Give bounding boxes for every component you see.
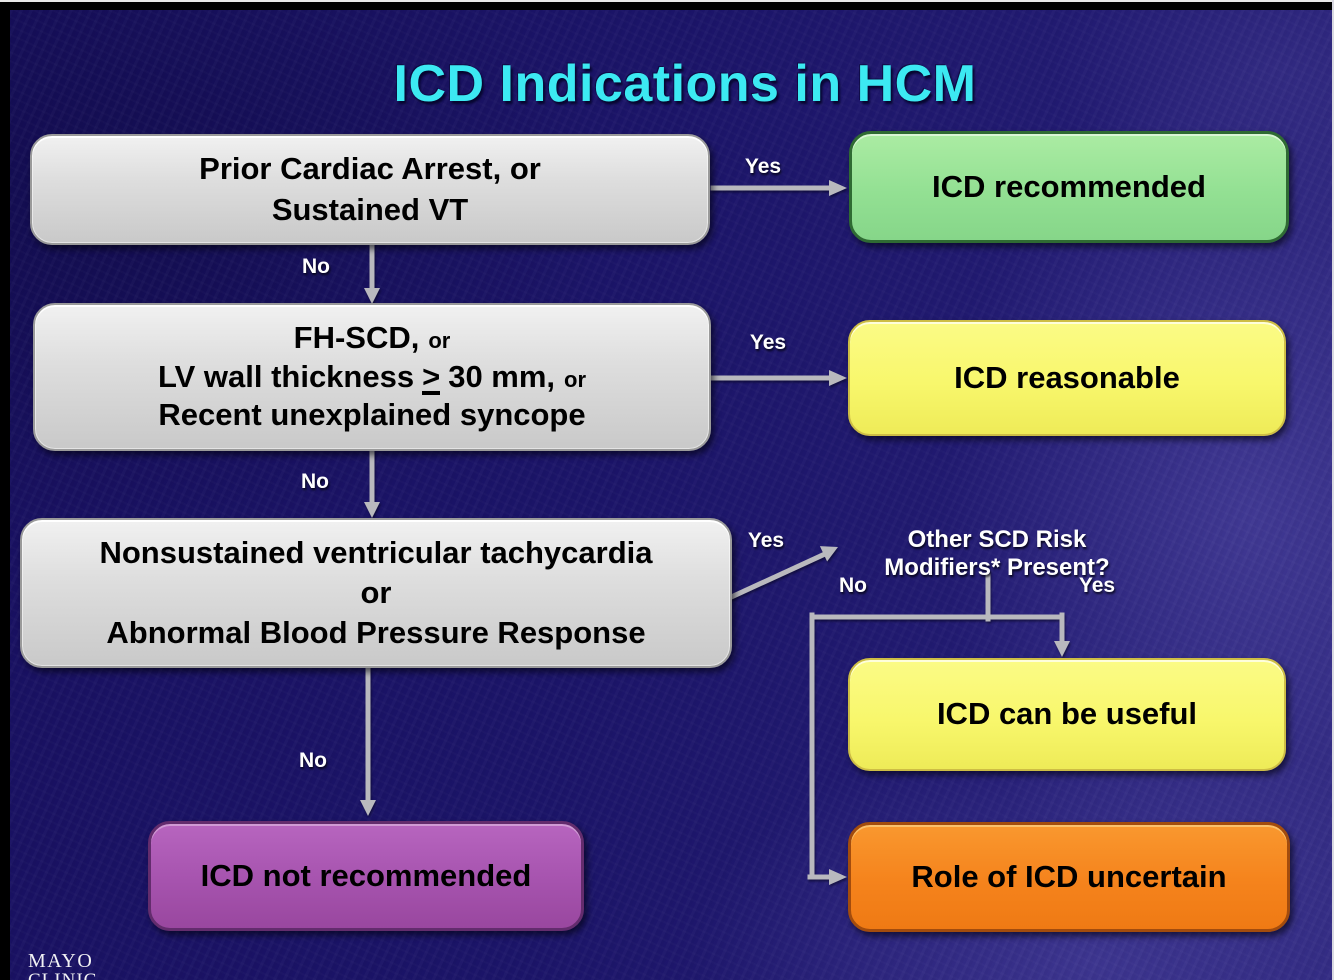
arrow-decision1-yes — [710, 180, 847, 196]
decision2-line2: LV wall thickness>30 mm, or — [158, 358, 586, 397]
arrow-decision1-no — [364, 243, 380, 304]
edge-label-yes-2: Yes — [749, 331, 787, 354]
arrow-decision3-no — [360, 666, 376, 816]
edge-label-yes-1: Yes — [744, 155, 782, 178]
decision-box-prior-arrest: Prior Cardiac Arrest, or Sustained VT — [30, 134, 710, 245]
arrow-decision2-yes — [710, 370, 847, 386]
decision3-line2: or — [360, 575, 392, 611]
outcome-box-icd-reasonable: ICD reasonable — [848, 320, 1286, 436]
decision2-line1-or: or — [428, 327, 451, 353]
connector-branch-bracket — [809, 612, 1065, 880]
edge-label-branch-yes: Yes — [1078, 574, 1116, 597]
outcome-can-be-useful-label: ICD can be useful — [936, 696, 1198, 732]
decision3-line3: Abnormal Blood Pressure Response — [106, 614, 646, 650]
edge-label-no-2: No — [301, 470, 329, 493]
edge-label-no-1: No — [302, 255, 330, 278]
outcome-reasonable-label: ICD reasonable — [954, 359, 1180, 395]
decision2-line1: FH-SCD, or — [294, 319, 451, 358]
arrow-decision2-no — [364, 449, 380, 518]
outcome-box-icd-recommended: ICD recommended — [849, 131, 1289, 243]
outcome-recommended-label: ICD recommended — [932, 168, 1206, 204]
outcome-box-icd-not-recommended: ICD not recommended — [148, 821, 584, 931]
edge-label-yes-3: Yes — [747, 529, 785, 552]
decision-box-nsvt-abpr: Nonsustained ventricular tachycardia or … — [20, 518, 732, 668]
question-line2: Modifiers* Present? — [884, 554, 1110, 582]
slide-title: ICD Indications in HCM — [393, 55, 977, 113]
mayo-logo-line2: CLINIC — [28, 971, 97, 980]
question-other-scd-risk-modifiers: Other SCD Risk Modifiers* Present? — [863, 526, 1131, 582]
mayo-logo-line1: MAYO — [28, 950, 94, 972]
arrow-branch-no — [807, 869, 847, 885]
arrow-branch-yes — [1054, 641, 1070, 657]
outcome-uncertain-label: Role of ICD uncertain — [911, 858, 1227, 894]
decision2-line1-main: FH-SCD, — [293, 319, 420, 355]
decision2-line2-post: 30 mm, — [448, 358, 556, 394]
decision2-line2-or: or — [564, 366, 587, 392]
outcome-not-recommended-label: ICD not recommended — [200, 857, 532, 893]
frame-top-hairline — [0, 0, 1334, 2]
decision1-line1: Prior Cardiac Arrest, or — [199, 151, 541, 187]
outcome-box-icd-can-be-useful: ICD can be useful — [848, 658, 1286, 771]
question-line1: Other SCD Risk — [907, 526, 1087, 553]
decision-box-risk-factors: FH-SCD, or LV wall thickness>30 mm, or Rec… — [33, 303, 711, 451]
decision2-line2-pre: LV wall thickness — [157, 358, 415, 394]
decision1-line2: Sustained VT — [271, 191, 469, 227]
greater-equal-sign: > — [422, 358, 441, 396]
decision2-line3: Recent unexplained syncope — [158, 397, 586, 433]
frame-right-hairline — [1332, 0, 1334, 980]
arrow-decision3-yes-diagonal — [712, 546, 838, 608]
flow-arrows — [360, 180, 1070, 885]
decision3-line1: Nonsustained ventricular tachycardia — [99, 535, 653, 571]
outcome-box-role-of-icd-uncertain: Role of ICD uncertain — [848, 822, 1290, 932]
edge-label-branch-no: No — [839, 574, 867, 597]
slide-canvas: ICD Indications in HCM Prior Cardiac Arr… — [10, 10, 1332, 980]
edge-label-no-3: No — [299, 749, 327, 772]
mayo-clinic-logo: MAYO CLINIC — [28, 951, 97, 980]
